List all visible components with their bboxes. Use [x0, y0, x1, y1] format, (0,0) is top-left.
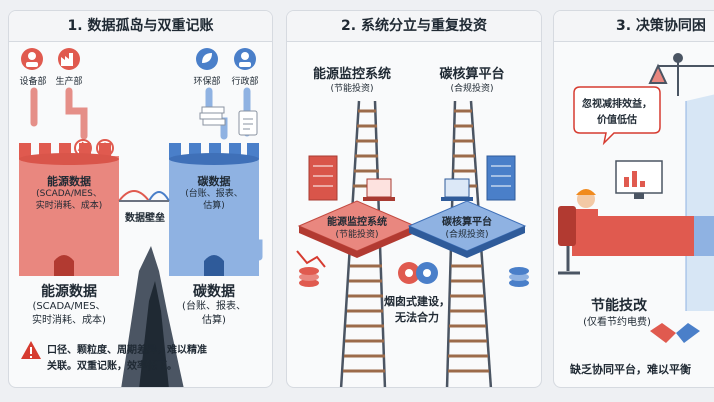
left-platform-sub: (节能投资) [335, 230, 379, 240]
silos-illustration [19, 48, 263, 387]
panel-2-title: 2. 系统分立与重复投资 [287, 11, 541, 42]
handshake-icon [650, 323, 700, 343]
speech-text-2: 价值低估 [597, 115, 637, 126]
railway-illustration [296, 100, 529, 387]
carbon-data-tower [169, 143, 259, 276]
dashboard-monitor-icon [615, 160, 663, 199]
carbon-caption-detail-1: (台账、报表、 [182, 301, 246, 312]
energy-caption-detail-1: (SCADA/MES、 [32, 301, 106, 312]
report-stack-icon [199, 106, 226, 126]
bottom-note: 缺乏协同平台，难以平衡 [570, 363, 691, 376]
retrofit-sub: (仅看节约电费) [583, 317, 651, 328]
warning-text-2: 关联。双重记账，效率低下。 [47, 361, 177, 372]
dept-label-equipment: 设备部 [19, 77, 47, 87]
environment-dept-icon [196, 48, 218, 70]
left-laptop-icon [363, 178, 395, 201]
energy-tower-title: 能源数据 [47, 175, 91, 188]
energy-caption-detail-2: 实时消耗、成本) [32, 315, 106, 326]
warning-text-1: 口径、颗粒度、周期差异，难以精准 [47, 345, 207, 356]
panel-1-title: 1. 数据孤岛与双重记账 [9, 11, 272, 42]
dept-label-production: 生产部 [55, 77, 83, 87]
red-desk [572, 216, 694, 256]
equipment-dept-icon [21, 48, 43, 70]
energy-tower-detail-2: 实时消耗、成本) [35, 201, 103, 211]
gears-icon [398, 262, 438, 284]
panel-separate-systems: 2. 系统分立与重复投资 [286, 10, 542, 388]
broken-bridge [118, 190, 170, 202]
dept-label-environment: 环保部 [193, 77, 221, 87]
right-server-icon [486, 155, 516, 201]
left-server-icon [308, 155, 338, 201]
panel-data-silos: 1. 数据孤岛与双重记账 [8, 10, 273, 388]
carbon-caption-detail-2: 估算) [202, 315, 226, 326]
right-coins-icon [509, 267, 529, 287]
panel-decision-coordination: 3. 决策协同困 [553, 10, 714, 388]
energy-data-tower [19, 143, 119, 276]
data-wall-label: 数据壁垒 [125, 213, 165, 224]
right-platform-sub: (合规投资) [445, 230, 489, 240]
energy-caption-title: 能源数据 [41, 284, 97, 300]
engineer-figure [558, 189, 598, 246]
carbon-caption-title: 碳数据 [193, 284, 235, 300]
balance-scale-icon [648, 53, 714, 96]
right-system-title: 碳核算平台 [439, 67, 505, 82]
right-platform-title: 碳核算平台 [442, 217, 492, 228]
production-dept-icon [58, 48, 80, 70]
crack-chasm [121, 246, 184, 387]
glass-partition [686, 94, 714, 311]
warning-icon [21, 341, 41, 359]
retrofit-title: 节能技改 [591, 298, 647, 314]
right-system-sub: (合规投资) [450, 84, 494, 94]
speech-text-1: 忽视减排效益， [582, 99, 652, 110]
panel-3-title: 3. 决策协同困 [554, 11, 714, 42]
speech-bubble [573, 86, 661, 146]
carbon-tower-detail-2: 估算) [203, 201, 225, 211]
left-platform-title: 能源监控系统 [327, 217, 387, 228]
carbon-tower-detail-1: (台账、报表、 [185, 189, 243, 199]
carbon-tower-title: 碳数据 [197, 175, 231, 188]
left-coins-icon [296, 250, 326, 287]
decision-illustration [558, 53, 714, 343]
dept-label-admin: 行政部 [231, 77, 259, 87]
clipboard-icon [238, 110, 258, 136]
right-laptop-icon [441, 178, 473, 201]
left-system-title: 能源监控系统 [312, 67, 391, 82]
center-note-2: 无法合力 [395, 311, 439, 324]
center-note-1: 烟囱式建设， [384, 295, 450, 308]
energy-tower-detail-1: (SCADA/MES、 [36, 189, 102, 199]
admin-dept-icon [234, 48, 256, 70]
left-system-sub: (节能投资) [330, 84, 374, 94]
